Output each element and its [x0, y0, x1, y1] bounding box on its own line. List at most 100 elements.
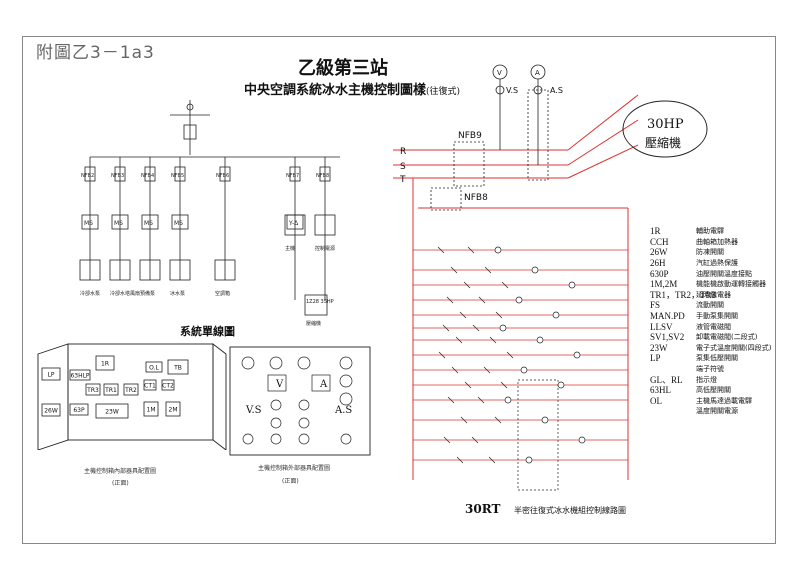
panel-device: [123, 383, 139, 396]
legend-desc: 高低壓開關: [696, 386, 731, 395]
panel-device: [85, 383, 101, 396]
legend-code: TR1，TR2，TR3: [650, 290, 717, 301]
panel-device-label: 1R: [101, 361, 109, 368]
legend-desc: 延時繼電器: [696, 290, 731, 299]
legend-desc: 泵集低壓開關: [696, 354, 738, 363]
panel-device-label: LP: [48, 372, 55, 379]
feeder-load: [79, 259, 101, 281]
feeder-load-label: 控制電源: [315, 245, 335, 252]
feeder-starter-label: MS: [144, 220, 153, 227]
panel-device-label: 63HLP: [70, 373, 89, 380]
feeder-load-label: 主機: [285, 245, 295, 252]
legend-desc: 主機馬達過載電驛: [696, 396, 752, 405]
panel-device-label: TR2: [124, 387, 137, 394]
legend-desc: 汽缸過熱保護: [696, 259, 738, 268]
legend-code: MAN.PD: [650, 311, 685, 322]
feeder-load-label: 預備泵: [140, 290, 155, 297]
control-circuit-diagram: R S T NFB9 NFB8 V A V.S A.S: [393, 64, 639, 491]
legend-code: 26H: [650, 258, 666, 269]
legend-row: 溫度開關電源: [650, 406, 772, 417]
feeder-starter: [141, 214, 159, 230]
legend-code: OL: [650, 395, 662, 406]
feeder-load: [284, 214, 306, 236]
feeder-load: [214, 259, 236, 281]
legend-code: 630P: [650, 268, 669, 279]
circuit-vs: V.S: [506, 86, 518, 95]
subtitle-text: 中央空調系統冰水主機控制圖樣: [244, 83, 427, 98]
panel-device: [103, 383, 119, 396]
main-breaker-label: NFB9: [458, 131, 482, 141]
legend-desc: 指示燈: [696, 375, 717, 384]
feeder-breaker: [174, 166, 186, 182]
panel-device-label: 23W: [105, 409, 119, 416]
panel-device-label: TB: [173, 365, 182, 372]
feeder-breaker-label: NFB4: [141, 173, 154, 179]
feeder-breaker: [84, 166, 96, 182]
legend-desc: 油壓開關溫度接點: [696, 269, 752, 278]
circuit-ammeter: A: [535, 69, 540, 77]
panel-device: [161, 379, 175, 391]
compressor-motor: [622, 100, 708, 158]
feeder-load: [169, 259, 191, 281]
legend-desc: 曲軸箱加熱器: [696, 237, 738, 246]
front-vs-label: V.S: [246, 405, 262, 416]
panel-device-label: TR1: [104, 387, 117, 394]
compressor-caption: 壓縮機: [306, 320, 321, 327]
feeder-breaker: [144, 166, 156, 182]
figure-tag: 附圖乙3－1a3: [36, 43, 155, 63]
legend-desc: 機能機啟動運轉接觸器: [696, 280, 766, 289]
feeder-breaker: [319, 166, 331, 182]
legend-code: LLSV: [650, 321, 673, 332]
panel-device-label: 1M: [147, 407, 156, 414]
panel-device-label: CT1: [144, 383, 156, 390]
footer-desc: 半密往復式冰水機組控制線路圖: [514, 506, 626, 515]
feeder-breaker-label: NFB8: [316, 173, 329, 179]
panel-device-label: O.L: [149, 365, 159, 372]
panel-device: [143, 401, 159, 417]
legend-desc: 溫度開關電源: [696, 407, 738, 416]
legend-code: CCH: [650, 236, 669, 247]
panel-device: [145, 361, 163, 373]
panel-device: [41, 403, 61, 417]
feeder-starter: [111, 214, 129, 230]
legend-row: OL 主機馬達過載電驛: [650, 396, 772, 407]
feeder-breaker-label: NFB7: [286, 173, 299, 179]
front-ammeter-label: A: [320, 379, 328, 390]
compressor-box: [304, 294, 328, 316]
station-title: 乙級第三站: [298, 58, 388, 79]
ctrl-breaker-label: NFB8: [464, 193, 488, 203]
feeder-starter: [171, 214, 189, 230]
panel-device-label: CT2: [162, 383, 174, 390]
legend-code: FS: [650, 300, 661, 311]
feeder-starter-label: Y-Δ: [288, 220, 299, 227]
feeder-starter-label: MS: [114, 220, 123, 227]
legend-row: 26H 汽缸過熱保護: [650, 258, 772, 269]
panel-inside-scale: (正面): [112, 480, 129, 487]
panel-device: [165, 401, 181, 417]
motor-name: 壓縮機: [645, 136, 682, 150]
legend-row: 630P 油壓開關溫度接點: [650, 268, 772, 279]
legend-code: 1R: [650, 226, 661, 237]
panel-device: [41, 367, 61, 381]
feeder-breaker-label: NFB2: [81, 173, 94, 179]
front-as-label: A.S: [335, 405, 353, 416]
legend-code: SV1,SV2: [650, 332, 685, 343]
feeder-load-label: 冷卻水塔風扇: [110, 290, 140, 297]
feeder-load: [314, 214, 336, 236]
panel-device: [95, 355, 115, 371]
front-voltmeter-label: V: [276, 379, 284, 390]
single-line-caption: 系統單線圖: [180, 325, 235, 338]
legend-desc: 端子符號: [696, 365, 724, 374]
feeder-starter-label: MS: [174, 220, 183, 227]
panel-device-label: 2M: [169, 407, 178, 414]
legend-desc: 防凍開關: [696, 248, 724, 257]
